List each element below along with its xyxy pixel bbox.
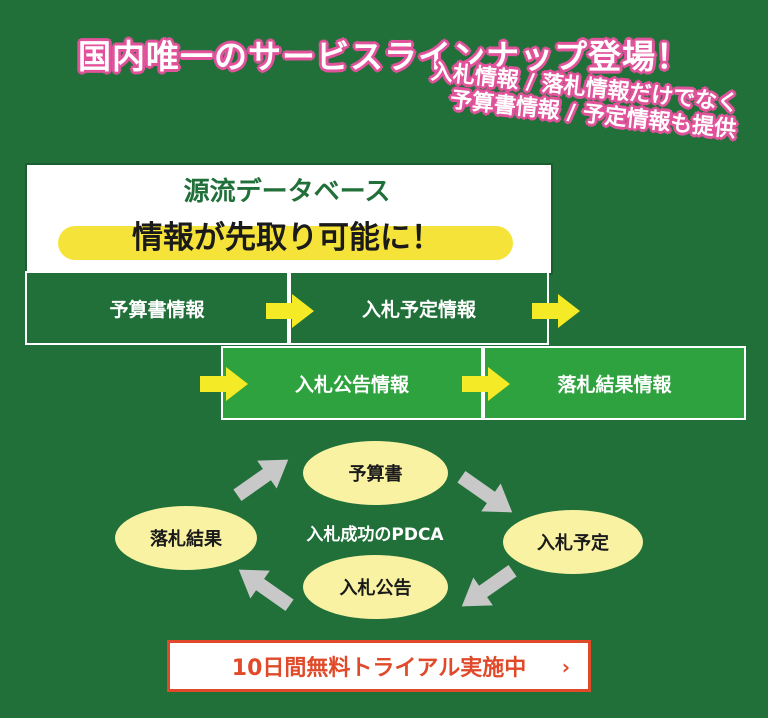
flow-box-budget: 予算書情報	[25, 271, 289, 345]
cycle-arrow-icon	[233, 459, 289, 501]
cycle-node-notice: 入札公告	[303, 555, 448, 619]
free-trial-label: 10日間無料トライアル実施中	[231, 656, 527, 681]
database-slogan: 情報が先取り可能に！	[132, 220, 442, 256]
flow-arrow-icon	[200, 367, 248, 401]
cycle-arrow-icon	[238, 569, 294, 611]
cycle-arrow-icon	[457, 471, 513, 513]
flow-arrow-icon	[532, 294, 580, 328]
cycle-arrow-icon	[461, 565, 517, 607]
flow-box-notice: 入札公告情報	[221, 346, 483, 420]
flow-arrow-icon	[266, 294, 314, 328]
cycle-center-label: 入札成功のPDCA	[306, 525, 444, 545]
cycle-node-planned: 入札予定	[503, 510, 643, 574]
slogan-highlight	[58, 226, 513, 260]
flow-arrow-icon	[462, 367, 510, 401]
flow-box-result: 落札結果情報	[483, 346, 746, 420]
flow-box-planned: 入札予定情報	[289, 271, 549, 345]
chevron-right-icon: ›	[561, 655, 570, 679]
cycle-node-budget: 予算書	[303, 441, 448, 505]
database-title: 源流データベース	[183, 177, 391, 207]
cycle-node-result: 落札結果	[115, 506, 257, 570]
headline: 国内唯一のサービスラインナップ登場！	[78, 37, 690, 76]
free-trial-button[interactable]: 10日間無料トライアル実施中 ›	[167, 640, 591, 692]
